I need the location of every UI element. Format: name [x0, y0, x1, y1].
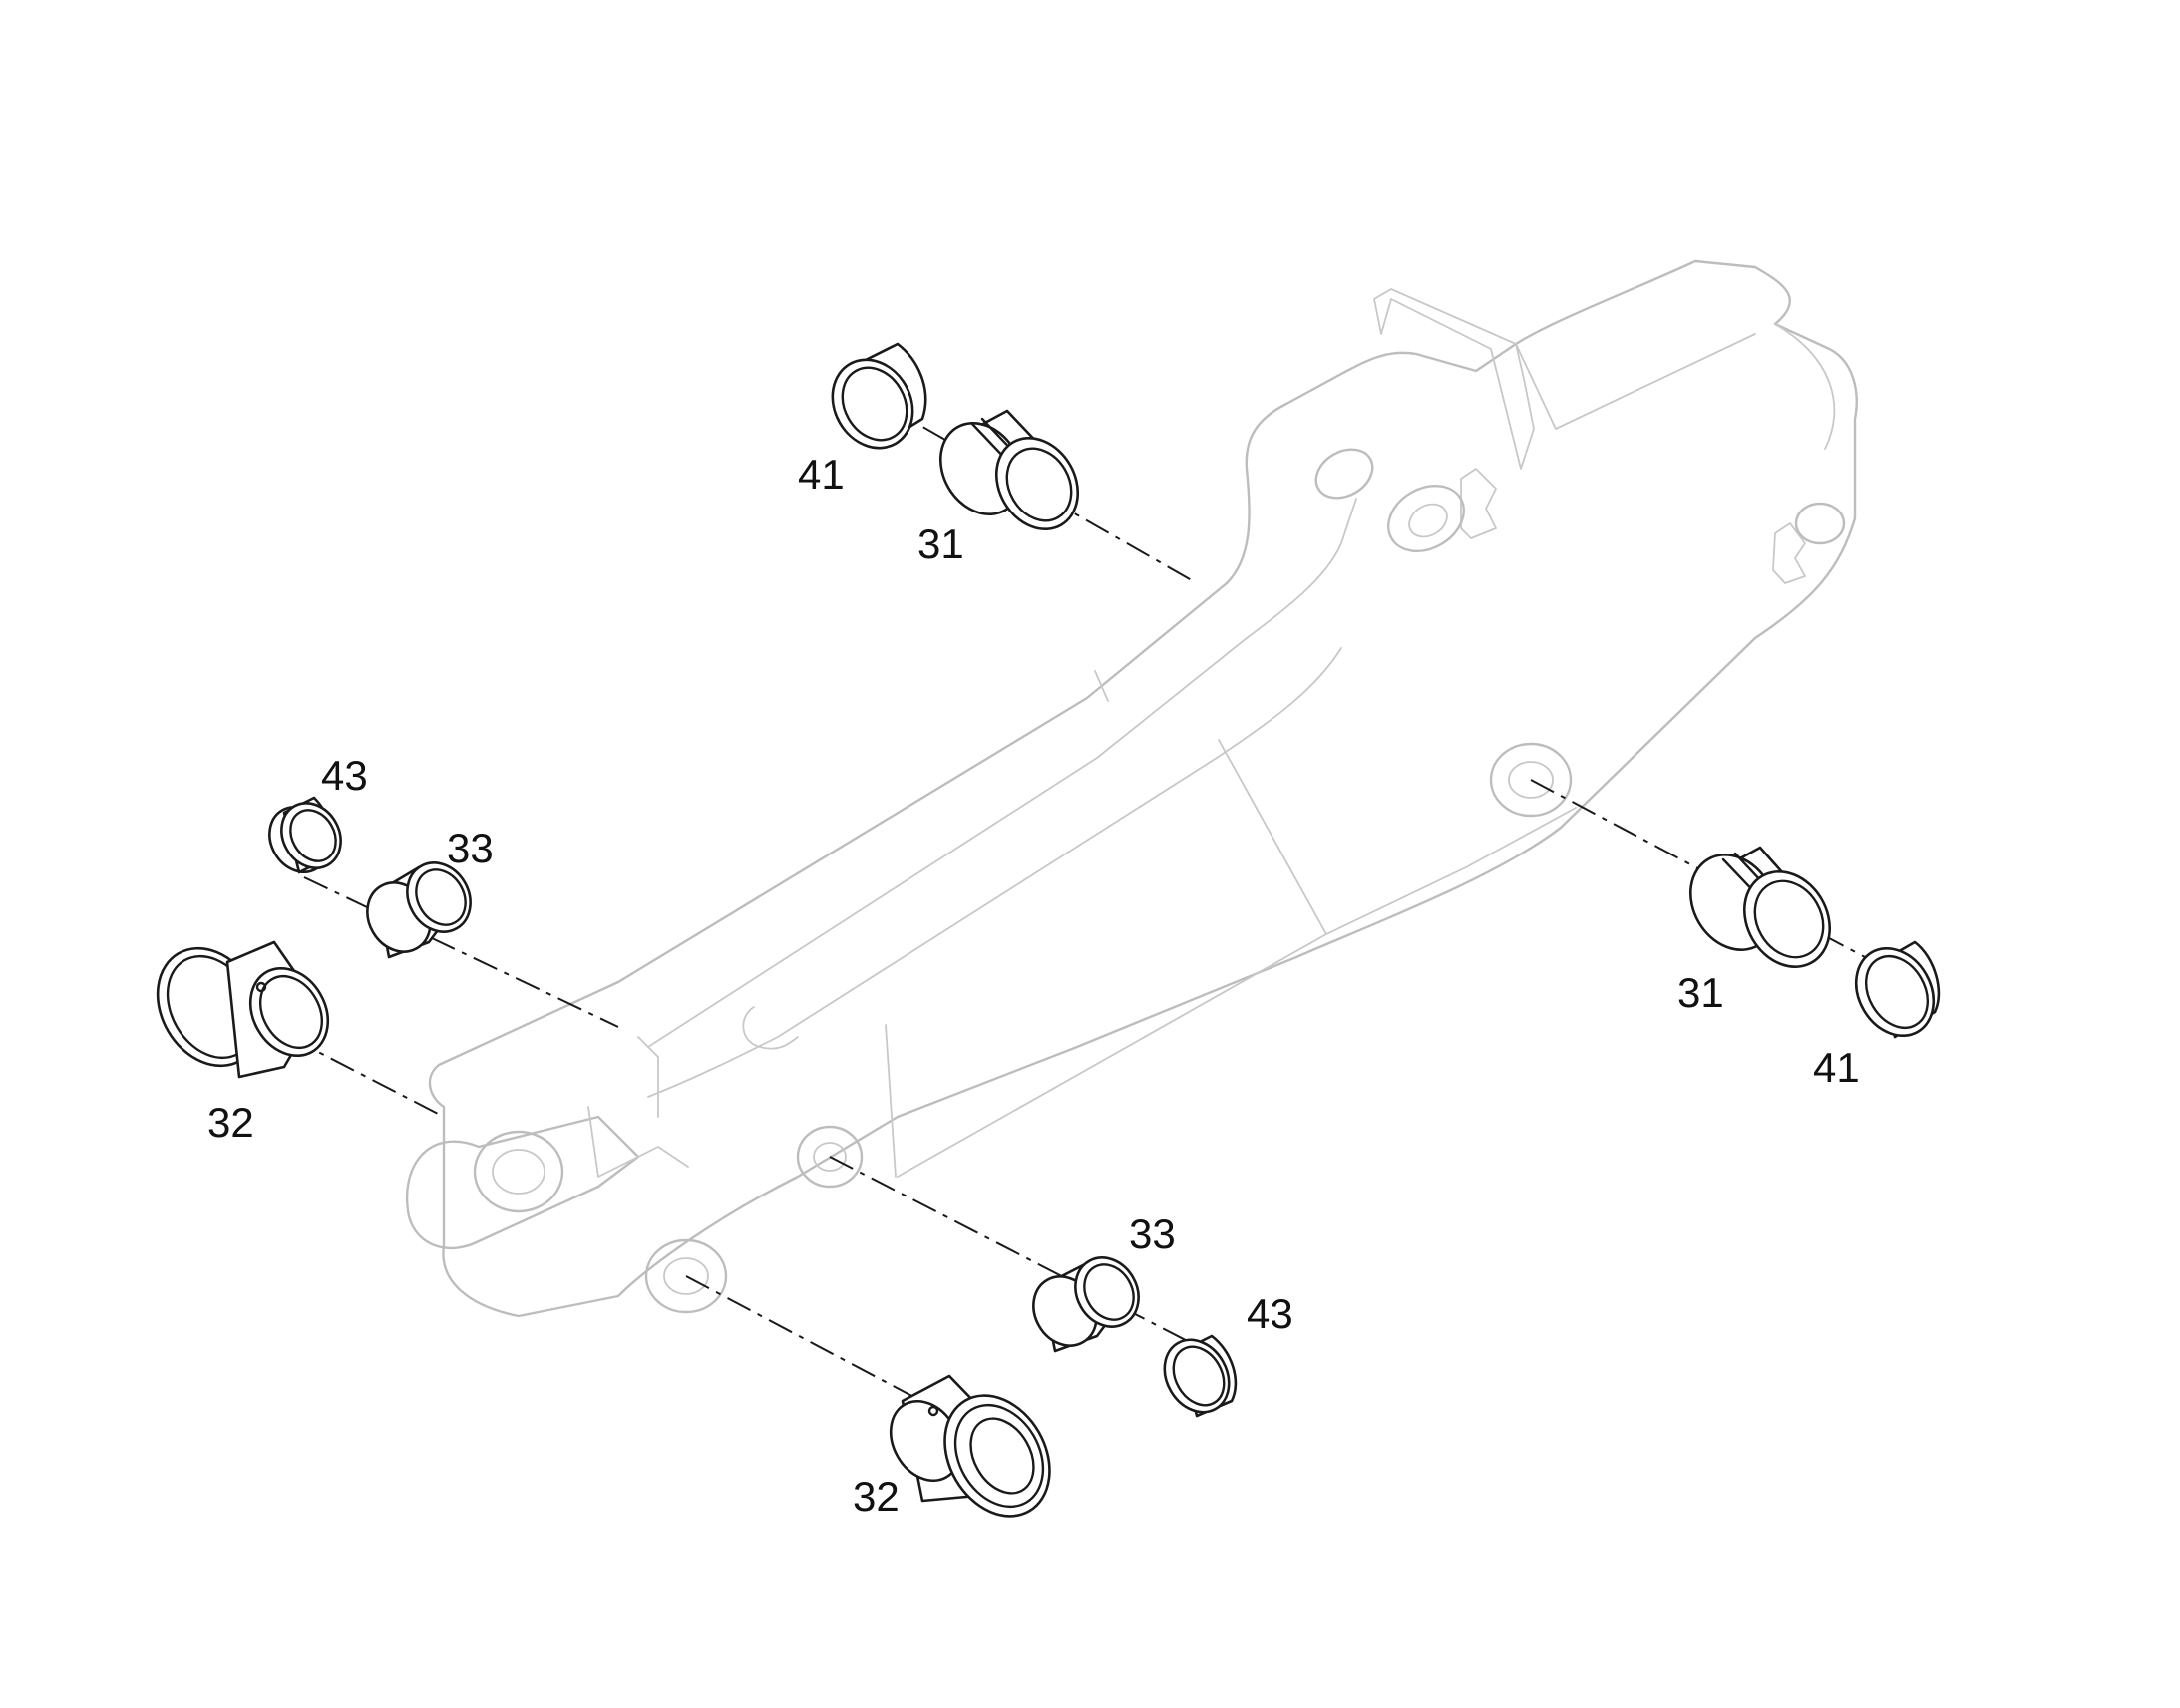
boom-lower-lug-hole-outer	[644, 1238, 728, 1314]
boom-center-lug-hole-outer	[796, 1125, 864, 1189]
part-bushing-31-upper[interactable]	[924, 408, 1094, 543]
boom-upper-boss-left	[1314, 448, 1374, 500]
boom-seam-1	[1218, 739, 1327, 935]
boom-head-plate	[1515, 333, 1756, 430]
boom-mid-boss-outer	[1489, 742, 1573, 818]
leader-left-32	[288, 1036, 445, 1118]
boom-clip-right	[1772, 522, 1806, 584]
boom-inner-rail	[647, 647, 1342, 1098]
callout-41-upper: 41	[798, 451, 845, 498]
boom-upper-boss-inner	[1408, 503, 1448, 538]
boom-seam-3	[885, 1024, 897, 1178]
boom-web-edge	[637, 1036, 659, 1118]
part-ring-43-lower[interactable]	[1152, 1328, 1242, 1424]
boom-mid-boss-inner	[1508, 761, 1554, 799]
part-bushing-31-right[interactable]	[1673, 840, 1846, 983]
boom-clip-upper	[1460, 468, 1497, 539]
callout-32-left: 32	[207, 1099, 254, 1146]
boom-center-lug-hole-inner	[813, 1142, 847, 1172]
boom-left-lug	[405, 1115, 640, 1250]
callout-31-right: 31	[1677, 969, 1724, 1016]
part-flange-bushing-32-left[interactable]	[137, 929, 343, 1084]
part-ring-41-right[interactable]	[1841, 934, 1949, 1050]
callout-31-upper: 31	[917, 520, 964, 567]
callout-33-left: 33	[447, 825, 494, 871]
boom-outline	[428, 259, 1858, 1318]
boom-head-boss	[1794, 502, 1846, 545]
callout-labels: 41 31 43 33 32 31 41 33 43 32	[207, 451, 1860, 1520]
part-bushing-33-left[interactable]	[355, 852, 483, 963]
leader-left-43-33	[303, 876, 619, 1028]
boom-lower-lug-hole-inner	[663, 1257, 709, 1295]
callout-32-lower: 32	[853, 1473, 900, 1520]
boom-clip-lower	[742, 1006, 799, 1050]
part-bushing-33-lower[interactable]	[1021, 1246, 1151, 1357]
callout-41-right: 41	[1813, 1044, 1860, 1091]
boom-lower-web	[897, 807, 1577, 1178]
leader-upper-41-31	[882, 403, 1198, 584]
boom-arm-frame	[405, 259, 1858, 1318]
leader-lower-33-43	[829, 1156, 1208, 1352]
boom-top-bracket	[1373, 288, 1535, 470]
boom-head-curve	[1774, 323, 1836, 450]
callout-43-left: 43	[321, 752, 368, 799]
boom-left-lug-hole-outer	[473, 1130, 564, 1213]
boom-seam-2	[1094, 670, 1109, 702]
boom-left-lug-hole-inner	[492, 1149, 545, 1195]
part-ring-41-upper[interactable]	[817, 342, 928, 463]
callout-43-lower: 43	[1247, 1290, 1293, 1337]
part-flange-bushing-32-lower[interactable]	[877, 1374, 1070, 1535]
boom-left-lug-slot	[587, 1106, 689, 1178]
boom-top-rail	[647, 498, 1357, 1048]
part-ring-43-left[interactable]	[258, 793, 352, 883]
boom-upper-boss-outer	[1387, 485, 1465, 552]
callout-33-lower: 33	[1129, 1210, 1176, 1257]
